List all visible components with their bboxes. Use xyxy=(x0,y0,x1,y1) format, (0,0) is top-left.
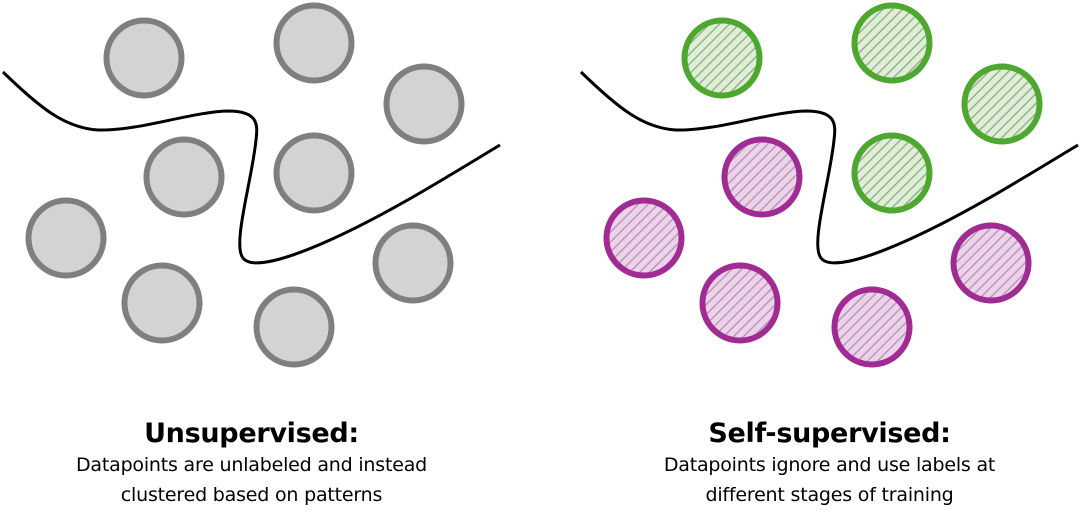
self-supervised-caption: Self-supervised: Datapoints ignore and u… xyxy=(608,418,1051,510)
green-labeled-datapoint xyxy=(851,2,933,84)
caption-line: clustered based on patterns xyxy=(120,484,383,506)
unsupervised-panel xyxy=(1,2,501,368)
purple-labeled-datapoint xyxy=(950,222,1032,304)
unlabeled-datapoint xyxy=(25,197,107,279)
self-supervised-panel xyxy=(579,2,1079,368)
decision-boundary-line xyxy=(579,70,1079,265)
caption-line: different stages of training xyxy=(705,484,954,506)
unlabeled-datapoints xyxy=(25,2,465,368)
green-labeled-datapoint xyxy=(851,132,933,214)
unlabeled-datapoint xyxy=(143,136,225,218)
unlabeled-datapoint xyxy=(383,63,465,145)
labeled-datapoints xyxy=(603,2,1043,368)
unlabeled-datapoint xyxy=(273,2,355,84)
unlabeled-datapoint xyxy=(372,222,454,304)
unlabeled-datapoint xyxy=(121,262,203,344)
purple-labeled-datapoint xyxy=(603,197,685,279)
green-labeled-datapoint xyxy=(961,63,1043,145)
decision-boundary-line xyxy=(1,70,501,265)
unsupervised-caption: Unsupervised: Datapoints are unlabeled a… xyxy=(30,418,473,510)
unlabeled-datapoint xyxy=(273,132,355,214)
unlabeled-datapoint xyxy=(103,17,185,99)
purple-labeled-datapoint xyxy=(721,136,803,218)
purple-labeled-datapoint xyxy=(831,286,913,368)
purple-labeled-datapoint xyxy=(699,262,781,344)
diagram-canvas xyxy=(1,2,1079,368)
caption-title: Self-supervised: xyxy=(708,418,951,449)
unlabeled-datapoint xyxy=(253,286,335,368)
caption-line: Datapoints ignore and use labels at xyxy=(663,454,996,476)
caption-line: Datapoints are unlabeled and instead xyxy=(76,454,427,476)
caption-title: Unsupervised: xyxy=(144,418,359,449)
green-labeled-datapoint xyxy=(681,17,763,99)
